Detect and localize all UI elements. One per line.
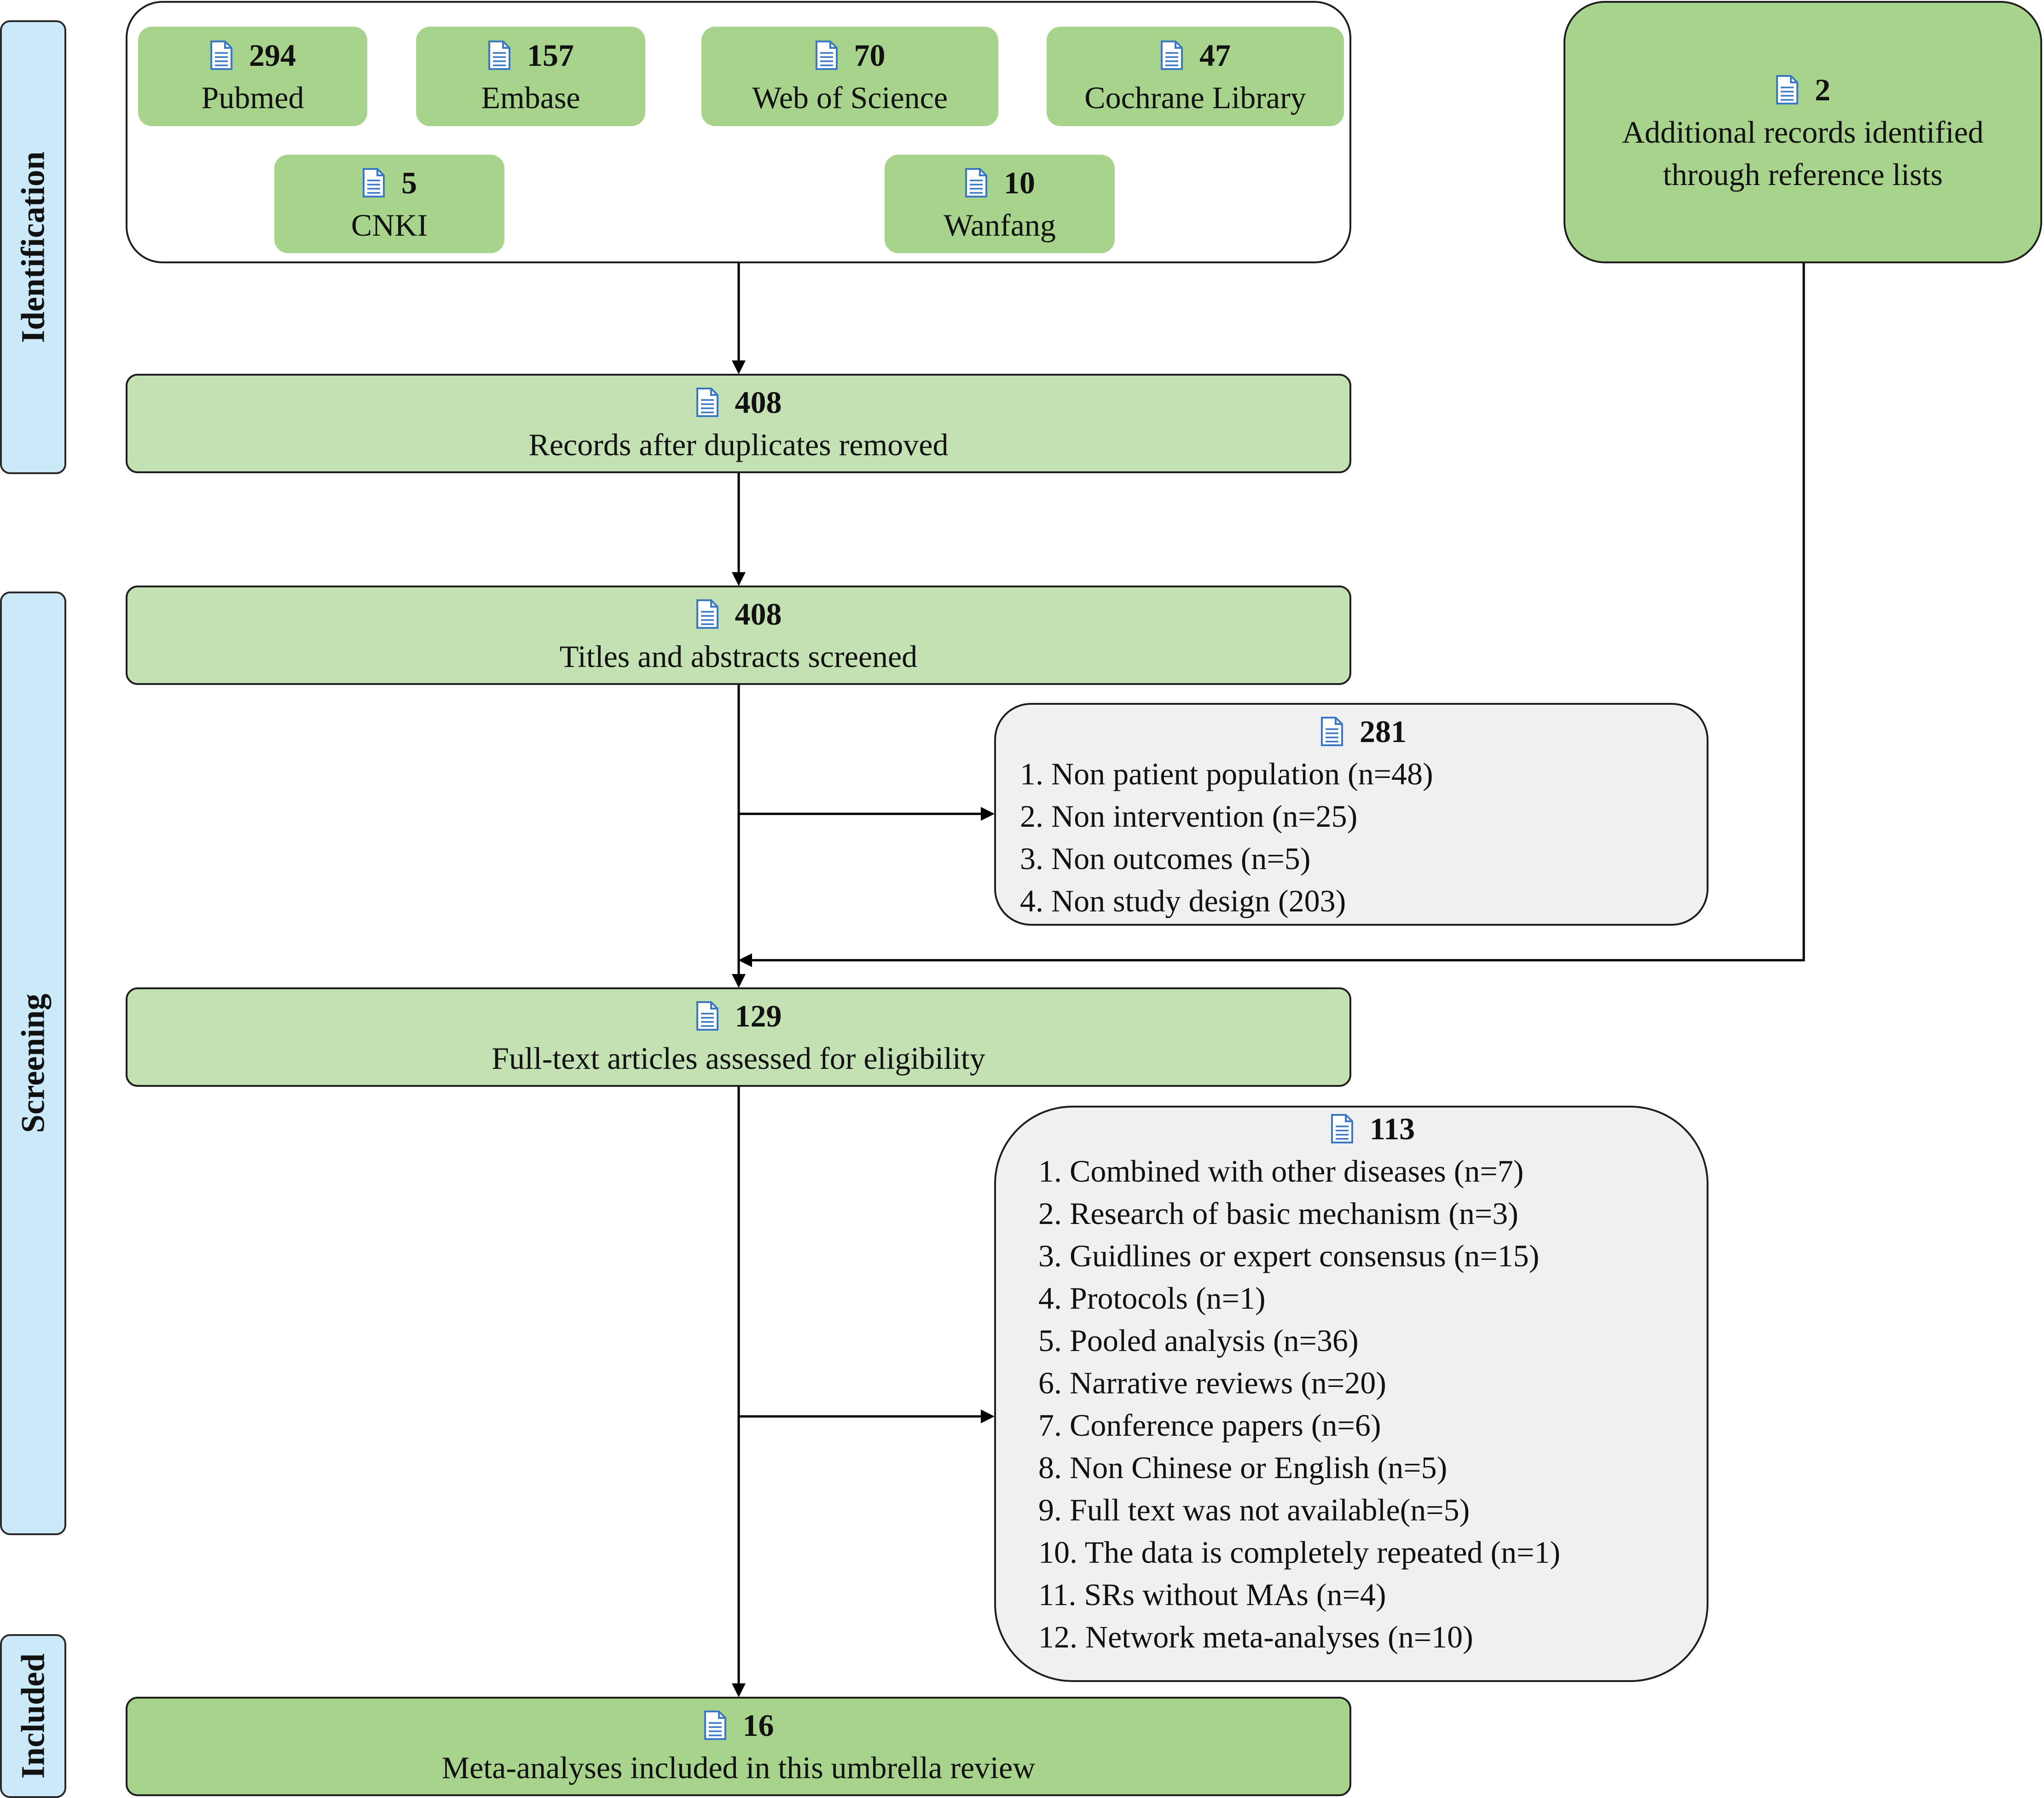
dedup-count: 408 [735,385,782,420]
source-label: Embase [481,80,580,115]
exclusion-2-item: 1. Combined with other diseases (n=7) [1038,1154,1524,1189]
included-count: 16 [742,1708,774,1743]
source-count: 157 [527,38,574,73]
source-box: 10 Wanfang [885,155,1115,253]
source-label: Wanfang [944,208,1056,243]
fulltext-count: 129 [735,998,782,1033]
phase-included [0,1634,66,1798]
document-icon [1775,75,1807,105]
document-icon [487,40,520,70]
source-count: 294 [249,38,296,73]
document-icon [964,168,996,198]
source-count: 10 [1004,165,1035,200]
document-icon [695,387,728,418]
screened-box: 408 Titles and abstracts screened [126,586,1351,685]
source-count: 47 [1199,38,1231,73]
included-label: Meta-analyses included in this umbrella … [441,1750,1036,1785]
exclusion-box-1: 281 1. Non patient population (n=48) 2. … [994,703,1708,926]
source-label: Web of Science [752,80,948,115]
document-icon [209,40,242,70]
fulltext-label: Full-text articles assessed for eligibil… [492,1041,985,1076]
exclusion-2-item: 6. Narrative reviews (n=20) [1038,1365,1386,1400]
exclusion-2-item: 3. Guidlines or expert consensus (n=15) [1038,1238,1540,1273]
exclusion-2-count: 113 [1369,1111,1415,1146]
document-icon [695,1001,728,1031]
dedup-box: 408 Records after duplicates removed [126,374,1351,473]
document-icon [815,40,847,70]
additional-label-line1: Additional records identified [1622,115,1984,150]
exclusion-2-item: 10. The data is completely repeated (n=1… [1038,1535,1561,1570]
document-icon [362,168,394,198]
document-icon [1320,716,1352,747]
included-box: 16 Meta-analyses included in this umbrel… [126,1697,1351,1796]
exclusion-1-count: 281 [1360,714,1407,749]
screened-label: Titles and abstracts screened [559,639,918,674]
exclusion-1-item: 1. Non patient population (n=48) [1020,756,1433,791]
document-icon [695,599,728,629]
source-box: 157 Embase [416,27,645,126]
exclusion-1-item: 4. Non study design (203) [1020,883,1346,918]
source-count: 5 [401,165,417,200]
source-box: 70 Web of Science [701,27,998,126]
additional-label-line2: through reference lists [1663,157,1943,192]
exclusion-2-item: 11. SRs without MAs (n=4) [1038,1577,1386,1612]
exclusion-2-item: 9. Full text was not available(n=5) [1038,1492,1470,1527]
additional-count: 2 [1815,72,1830,107]
source-label: Cochrane Library [1084,80,1306,115]
exclusion-2-item: 12. Network meta-analyses (n=10) [1038,1619,1473,1654]
document-icon [703,1710,735,1740]
arrow-additional-to-fulltext [738,263,1805,967]
exclusion-1-item: 2. Non intervention (n=25) [1020,799,1358,834]
exclusion-2-item: 4. Protocols (n=1) [1038,1281,1266,1316]
exclusion-1-item: 3. Non outcomes (n=5) [1020,841,1311,876]
exclusion-2-item: 5. Pooled analysis (n=36) [1038,1323,1359,1358]
exclusion-2-item: 8. Non Chinese or English (n=5) [1038,1450,1448,1485]
phase-screening [0,592,66,1535]
source-box: 294 Pubmed [138,27,367,126]
screened-count: 408 [735,597,782,632]
phase-identification [0,20,66,474]
exclusion-2-item: 2. Research of basic mechanism (n=3) [1038,1196,1518,1231]
source-box: 5 CNKI [274,155,504,253]
document-icon [1330,1114,1362,1144]
source-count: 70 [854,38,886,73]
additional-records-box: 2 Additional records identified through … [1563,1,2042,263]
fulltext-box: 129 Full-text articles assessed for elig… [126,987,1351,1087]
exclusion-box-2: 113 1. Combined with other diseases (n=7… [994,1106,1708,1682]
document-icon [1160,40,1192,70]
exclusion-2-item: 7. Conference papers (n=6) [1038,1408,1381,1443]
dedup-label: Records after duplicates removed [528,427,949,462]
source-label: Pubmed [201,80,304,115]
source-box: 47 Cochrane Library [1047,27,1344,126]
source-label: CNKI [351,208,428,243]
